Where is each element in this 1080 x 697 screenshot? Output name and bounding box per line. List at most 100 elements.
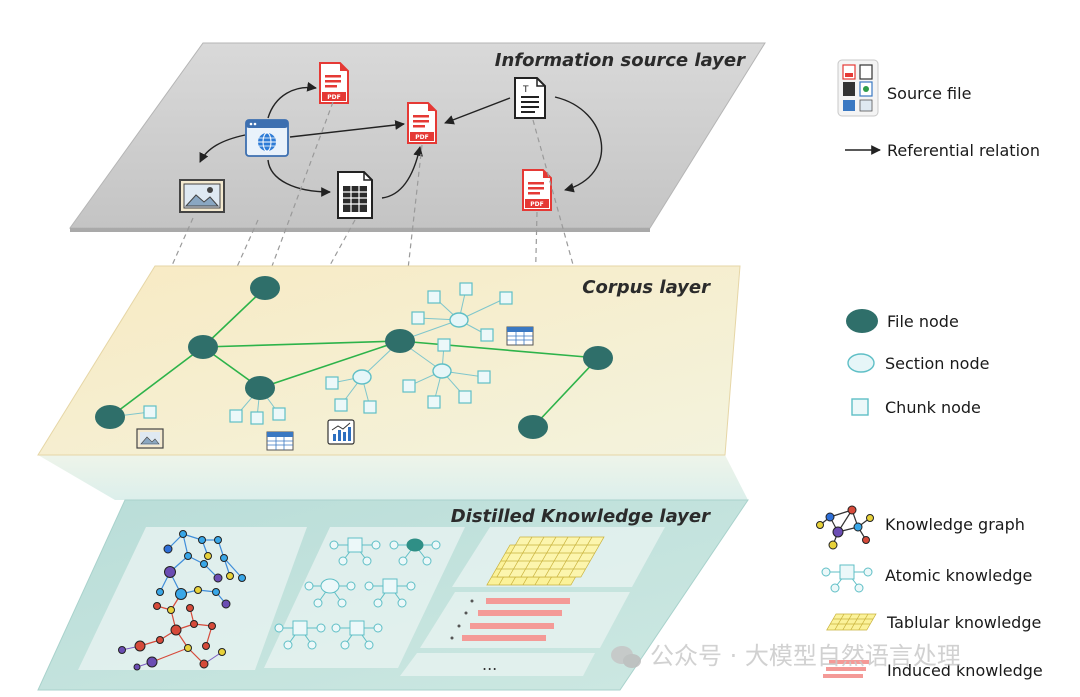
chunk-node bbox=[499, 291, 513, 305]
information-source-layer: Information source layer PDF PDF bbox=[69, 42, 766, 232]
atomic-cluster bbox=[331, 620, 383, 650]
chunk-node bbox=[229, 409, 243, 423]
file-node bbox=[245, 376, 275, 400]
reference-arrow bbox=[267, 81, 317, 119]
legend-file-node: File node bbox=[887, 312, 959, 331]
browser-globe-icon bbox=[245, 119, 289, 157]
pdf-icon: PDF bbox=[319, 62, 349, 104]
section-node bbox=[432, 363, 452, 379]
file-node bbox=[583, 346, 613, 370]
reference-arrow bbox=[381, 146, 423, 199]
pdf-label: PDF bbox=[530, 201, 543, 208]
distilled-layer-title: Distilled Knowledge layer bbox=[451, 506, 711, 527]
chunk-node bbox=[363, 400, 377, 414]
legend-source-file: Source file bbox=[887, 84, 971, 103]
chunk-node bbox=[411, 311, 425, 325]
induced-knowledge-panel bbox=[420, 592, 630, 648]
knowledge-graph-figure bbox=[118, 530, 246, 671]
legend-chunk-node: Chunk node bbox=[885, 398, 981, 417]
file-node bbox=[518, 415, 548, 439]
table-icon bbox=[266, 431, 294, 451]
reference-arrow bbox=[554, 96, 603, 193]
induced-knowledge-icon bbox=[823, 660, 869, 678]
corpus-layer: Corpus layer bbox=[37, 265, 741, 456]
atomic-cluster bbox=[389, 538, 441, 566]
atomic-knowledge-panel bbox=[264, 527, 465, 668]
chunk-node bbox=[458, 390, 472, 404]
chunk-node bbox=[250, 411, 264, 425]
atomic-knowledge-figure bbox=[274, 537, 441, 650]
corpus-plane bbox=[37, 265, 741, 456]
knowledge-graph-panel bbox=[78, 527, 307, 670]
spreadsheet-icon bbox=[337, 171, 373, 219]
image-icon bbox=[179, 179, 225, 213]
legend: Source file Referential relation File no… bbox=[816, 59, 1043, 680]
file-node bbox=[385, 329, 415, 353]
chunk-node bbox=[477, 370, 491, 384]
text-doc-label: T bbox=[522, 85, 529, 95]
chunk-node bbox=[402, 379, 416, 393]
file-node bbox=[95, 405, 125, 429]
chunk-node bbox=[334, 398, 348, 412]
file-edges bbox=[109, 287, 599, 428]
file-node bbox=[188, 335, 218, 359]
chunk-node bbox=[459, 282, 473, 296]
file-node bbox=[250, 276, 280, 300]
atomic-cluster bbox=[274, 620, 326, 650]
legend-tabular-knowledge: Tablular knowledge bbox=[886, 613, 1041, 632]
pdf-icon: PDF bbox=[522, 169, 552, 211]
atomic-cluster bbox=[329, 537, 381, 566]
text-doc-icon: T bbox=[514, 77, 546, 119]
legend-referential-relation: Referential relation bbox=[887, 141, 1040, 160]
layer-connector-band bbox=[38, 455, 748, 500]
chunk-node bbox=[427, 290, 441, 304]
table-icon bbox=[506, 326, 534, 346]
atomic-cluster bbox=[304, 578, 356, 608]
section-node bbox=[449, 312, 469, 328]
pdf-icon: PDF bbox=[407, 102, 437, 144]
watermark: 公众号 · 大模型自然语言处理 bbox=[611, 642, 961, 670]
file-nodes bbox=[95, 276, 613, 439]
legend-section-node: Section node bbox=[885, 354, 989, 373]
section-node bbox=[352, 369, 372, 385]
file-node-icon bbox=[846, 309, 878, 333]
mapping-link bbox=[264, 101, 334, 286]
chunk-node bbox=[427, 395, 441, 409]
wechat-logo-icon bbox=[611, 646, 641, 668]
atomic-cluster bbox=[364, 578, 416, 608]
atomic-knowledge-icon bbox=[821, 564, 873, 593]
induced-knowledge-figure bbox=[450, 598, 570, 641]
chart-icon bbox=[327, 419, 355, 445]
section-node-icon bbox=[847, 353, 875, 373]
chunk-node-icon bbox=[851, 398, 869, 416]
distilled-knowledge-layer: Distilled Knowledge layer bbox=[37, 499, 749, 691]
info-plane-edge bbox=[70, 228, 650, 232]
info-layer-title: Information source layer bbox=[495, 50, 746, 71]
knowledge-graph-icon bbox=[816, 505, 874, 550]
corpus-layer-title: Corpus layer bbox=[582, 277, 711, 298]
chunk-node bbox=[272, 407, 286, 421]
more-knowledge-panel bbox=[400, 653, 595, 676]
chunk-node bbox=[325, 376, 339, 390]
tabular-knowledge-icon bbox=[826, 613, 877, 631]
source-file-icon bbox=[837, 59, 879, 117]
tabular-knowledge-figure bbox=[486, 536, 605, 586]
chunk-node bbox=[437, 338, 451, 352]
mapping-link bbox=[201, 219, 259, 346]
chunk-node bbox=[143, 405, 157, 419]
legend-knowledge-graph: Knowledge graph bbox=[885, 515, 1025, 534]
chunk-node bbox=[480, 328, 494, 342]
chunk-nodes bbox=[143, 282, 513, 425]
reference-arrow bbox=[267, 159, 331, 197]
watermark-text: 公众号 · 大模型自然语言处理 bbox=[650, 642, 961, 670]
legend-atomic-knowledge: Atomic knowledge bbox=[885, 566, 1032, 585]
reference-arrow bbox=[199, 134, 246, 163]
more-knowledge-ellipsis: ... bbox=[482, 655, 497, 674]
legend-induced-knowledge: Induced knowledge bbox=[887, 661, 1043, 680]
reference-arrow bbox=[289, 120, 405, 138]
pdf-label: PDF bbox=[415, 134, 428, 141]
pdf-label: PDF bbox=[327, 94, 340, 101]
mapping-link bbox=[532, 119, 599, 356]
reference-arrow bbox=[444, 97, 511, 125]
